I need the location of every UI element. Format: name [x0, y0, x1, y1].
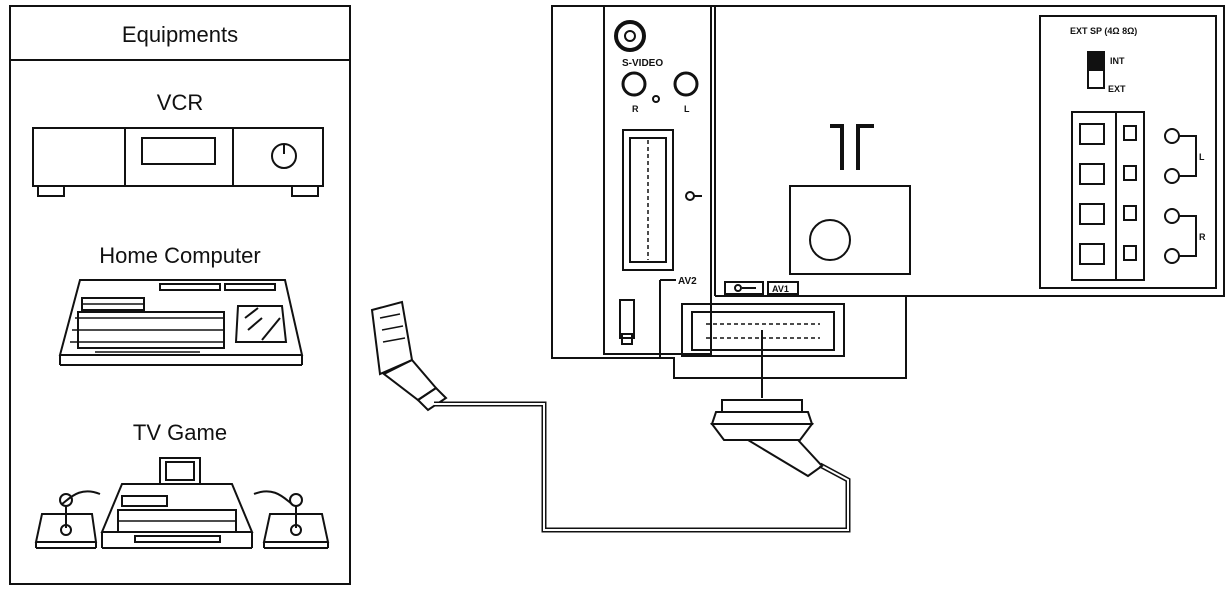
antenna-socket: [809, 219, 851, 261]
tv-game-icon: [34, 457, 330, 549]
home-computer-label: Home Computer: [99, 243, 260, 268]
equipments-panel: Equipments VCR Home Computer: [9, 5, 351, 585]
audio-jack-l: [673, 71, 699, 97]
scart-plug-loose: [370, 300, 448, 412]
av2-label: AV2: [678, 276, 697, 287]
int-ext-switch: [1087, 51, 1105, 89]
audio-jack-r: [621, 71, 647, 97]
switch-ext-label: EXT: [1108, 84, 1126, 94]
vcr-icon: [32, 127, 324, 197]
input-icon-av1: [734, 284, 756, 292]
speaker-terminals: [1071, 111, 1197, 281]
av1-socket: [681, 303, 845, 357]
antenna-socket-box: [789, 185, 911, 275]
scart-plug-connected: [710, 330, 824, 478]
av2-socket: [622, 129, 674, 271]
terminal-r-label: R: [1199, 232, 1206, 242]
switch-int-label: INT: [1110, 56, 1125, 66]
panel-title: Equipments: [122, 22, 238, 47]
vcr-label: VCR: [157, 90, 203, 115]
av1-label: AV1: [772, 284, 789, 294]
tv-rear-panel: S-VIDEO R L AV2: [551, 5, 1225, 379]
audio-l-label: L: [684, 104, 690, 114]
ext-sp-label: EXT SP (4Ω 8Ω): [1070, 26, 1137, 36]
antenna-icon: [830, 124, 874, 170]
scart-cable: [434, 401, 851, 533]
input-icon-av2: [685, 191, 702, 201]
s-video-label: S-VIDEO: [622, 58, 663, 69]
audio-r-label: R: [632, 104, 639, 114]
s-video-jack: [614, 20, 646, 52]
tv-game-label: TV Game: [133, 420, 227, 445]
home-computer-icon: [58, 279, 304, 366]
terminal-l-label: L: [1199, 152, 1205, 162]
